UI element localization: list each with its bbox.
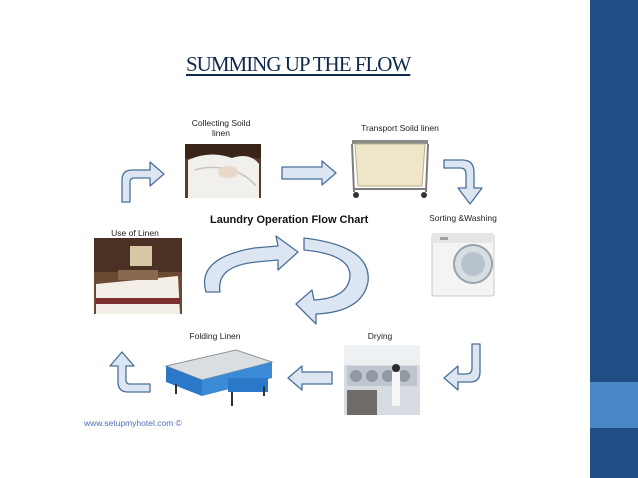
chart-title: Laundry Operation Flow Chart bbox=[210, 214, 369, 226]
side-bar-accent bbox=[590, 382, 638, 428]
laundry-cart-icon bbox=[351, 140, 429, 198]
step-label-use: Use of Linen bbox=[111, 228, 159, 238]
slide-title: SUMMING UP THE FLOW bbox=[186, 52, 411, 76]
left-arrow-icon bbox=[287, 365, 333, 391]
step-label-washing: Sorting &Washing bbox=[429, 213, 497, 223]
curved-arrow-icon bbox=[121, 161, 165, 203]
folding-machine-icon bbox=[164, 349, 274, 406]
laundry-room-icon bbox=[344, 345, 420, 415]
step-label-transport: Transport Soild linen bbox=[361, 123, 439, 133]
right-arrow-icon bbox=[281, 160, 337, 186]
footer-credit: www.setupmyhotel.com © bbox=[84, 418, 182, 428]
curved-arrow-icon bbox=[443, 159, 483, 205]
bed-icon bbox=[185, 144, 261, 198]
step-label-drying: Drying bbox=[367, 331, 393, 341]
cycle-arrow-upper-icon bbox=[204, 235, 299, 293]
washing-machine-icon bbox=[431, 233, 495, 297]
step-label-folding: Folding Linen bbox=[189, 331, 241, 341]
cycle-arrow-lower-icon bbox=[295, 237, 369, 325]
hotel-room-icon bbox=[94, 238, 182, 314]
curved-arrow-icon bbox=[443, 343, 481, 391]
curved-arrow-icon bbox=[109, 351, 151, 393]
